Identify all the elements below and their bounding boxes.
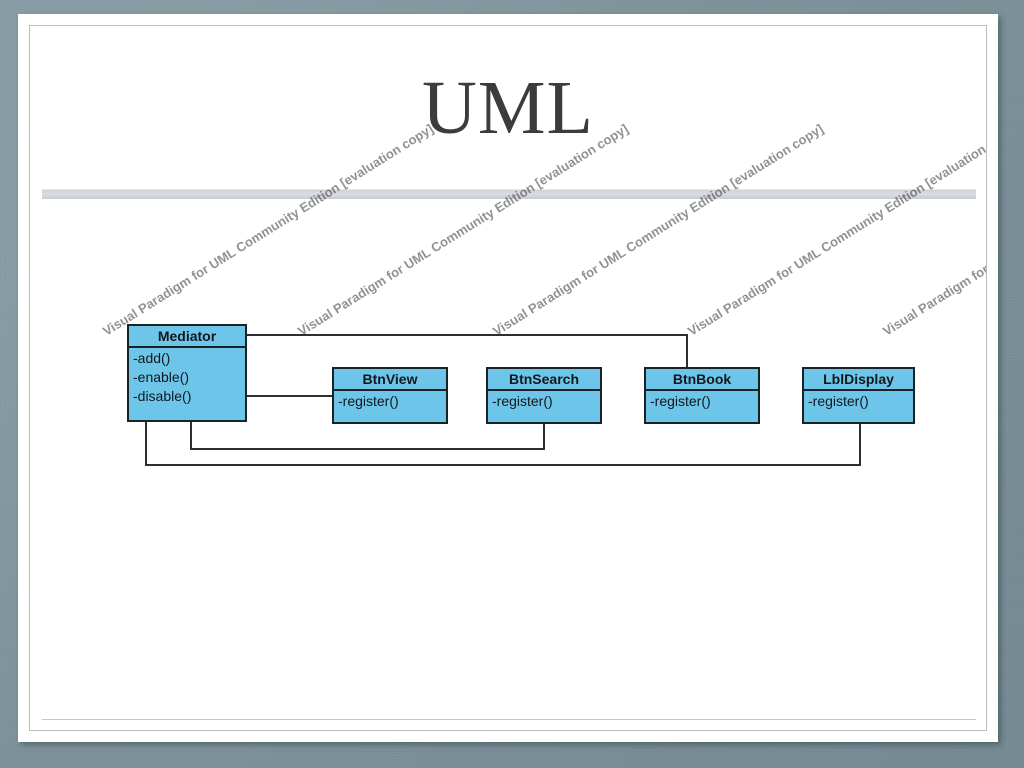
uml-class-diagram: Visual Paradigm for UML Community Editio… (30, 26, 986, 730)
page-title: UML (422, 66, 594, 150)
footer-divider (42, 719, 976, 720)
uml-operation: -register() (338, 393, 399, 409)
connector-mediator-lbldisplay (145, 422, 861, 466)
uml-class-name: BtnSearch (488, 369, 600, 391)
uml-class-btnview[interactable]: BtnView -register() (332, 367, 448, 424)
slide-title-block: UML (30, 26, 986, 190)
title-divider (42, 189, 976, 199)
uml-class-name: Mediator (129, 326, 245, 348)
uml-class-name: BtnView (334, 369, 446, 391)
uml-operations: -add() -enable() -disable() (129, 348, 245, 406)
uml-operation: -add() (133, 350, 171, 366)
uml-class-name: BtnBook (646, 369, 758, 391)
connector-layer (145, 334, 861, 466)
uml-operations: -register() (488, 391, 600, 411)
uml-class-lbldisplay[interactable]: LblDisplay -register() (802, 367, 915, 424)
slide-frame: UML Visual Paradigm for UML Commu (18, 14, 998, 742)
connector-mediator-btnbook (247, 334, 688, 367)
uml-operation: -register() (650, 393, 711, 409)
slide-canvas: UML Visual Paradigm for UML Commu (29, 25, 987, 731)
uml-class-mediator[interactable]: Mediator -add() -enable() -disable() (127, 324, 247, 422)
uml-operations: -register() (646, 391, 758, 411)
uml-class-name: LblDisplay (804, 369, 913, 391)
uml-class-btnbook[interactable]: BtnBook -register() (644, 367, 760, 424)
uml-operation: -disable() (133, 388, 192, 404)
uml-operations: -register() (334, 391, 446, 411)
uml-operation: -register() (492, 393, 553, 409)
uml-operation: -register() (808, 393, 869, 409)
connector-mediator-btnsearch (190, 422, 545, 450)
uml-operation: -enable() (133, 369, 190, 385)
uml-operations: -register() (804, 391, 913, 411)
uml-class-btnsearch[interactable]: BtnSearch -register() (486, 367, 602, 424)
